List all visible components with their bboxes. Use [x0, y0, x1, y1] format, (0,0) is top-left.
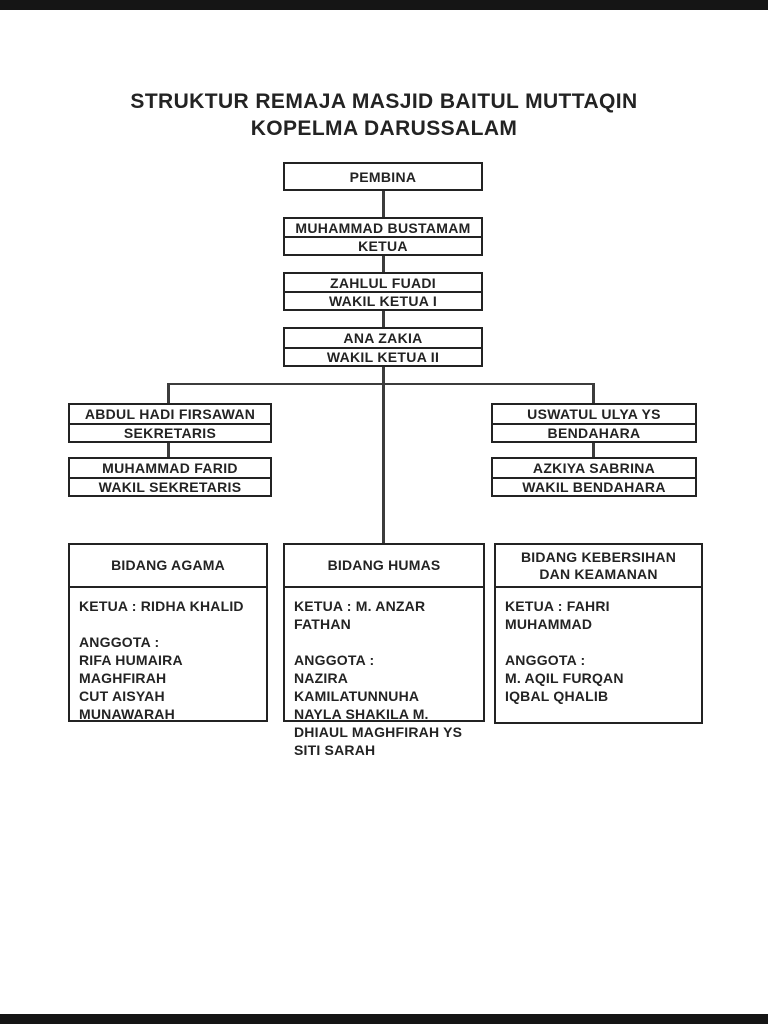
division-ketua: KETUA : FAHRI MUHAMMAD [505, 598, 610, 632]
division-anggota-label: ANGGOTA : [79, 634, 160, 650]
node-bendahara: USWATUL ULYA YS BENDAHARA [491, 403, 697, 443]
node-role: BENDAHARA [493, 423, 695, 441]
node-name: ANA ZAKIA [343, 330, 423, 346]
division-member: SITI SARAH [294, 742, 376, 758]
division-member: RIFA HUMAIRA [79, 652, 183, 668]
division-ketua: KETUA : RIDHA KHALID [79, 598, 244, 614]
node-pembina: PEMBINA [283, 162, 483, 191]
node-wakil-bendahara: AZKIYA SABRINA WAKIL BENDAHARA [491, 457, 697, 497]
node-name: MUHAMMAD FARID [102, 460, 238, 476]
node-role: KETUA [285, 236, 481, 254]
division-member: MAGHFIRAH [79, 670, 167, 686]
node-wakil-ketua-2: ANA ZAKIA WAKIL KETUA II [283, 327, 483, 367]
connector-ketua-wakil1 [382, 255, 385, 273]
division-ketua: KETUA : M. ANZAR FATHAN [294, 598, 426, 632]
connector-wakil1-wakil2 [382, 310, 385, 328]
node-role: SEKRETARIS [70, 423, 270, 441]
viewer-chrome-bottom-bar [0, 1014, 768, 1024]
connector-branch-right-drop [592, 383, 595, 404]
page-title-line-2: KOPELMA DARUSSALAM [250, 117, 518, 140]
node-ketua: MUHAMMAD BUSTAMAM KETUA [283, 217, 483, 256]
division-title: BIDANG AGAMA [111, 557, 225, 573]
node-name: ABDUL HADI FIRSAWAN [84, 406, 256, 422]
node-name: ZAHLUL FUADI [330, 274, 436, 291]
division-member: NAZIRA KAMILATUNNUHA [294, 670, 420, 704]
connector-pembina-ketua [382, 190, 385, 218]
node-wakil-sekretaris: MUHAMMAD FARID WAKIL SEKRETARIS [68, 457, 272, 497]
node-role: WAKIL SEKRETARIS [70, 477, 270, 495]
division-title-line-1: BIDANG KEBERSIHAN [520, 548, 677, 565]
division-member: CUT AISYAH MUNAWARAH [79, 688, 175, 722]
viewer-chrome-top-bar [0, 0, 768, 10]
node-name: AZKIYA SABRINA [532, 460, 656, 476]
page-title: STRUKTUR REMAJA MASJID BAITUL MUTTAQIN K… [0, 88, 768, 142]
connector-wakil2-bidang-humas [382, 366, 385, 544]
division-bidang-kebersihan-keamanan: BIDANG KEBERSIHAN DAN KEAMANAN KETUA : F… [494, 543, 703, 724]
node-name: MUHAMMAD BUSTAMAM [295, 219, 471, 236]
division-anggota-label: ANGGOTA : [505, 652, 586, 668]
division-member: DHIAUL MAGHFIRAH YS [294, 724, 463, 740]
division-bidang-agama: BIDANG AGAMA KETUA : RIDHA KHALID ANGGOT… [68, 543, 268, 722]
connector-sekretaris-wakil [167, 442, 170, 458]
division-bidang-humas: BIDANG HUMAS KETUA : M. ANZAR FATHAN ANG… [283, 543, 485, 758]
node-name: USWATUL ULYA YS [527, 406, 661, 422]
node-sekretaris: ABDUL HADI FIRSAWAN SEKRETARIS [68, 403, 272, 443]
connector-branch-horizontal [168, 383, 595, 385]
division-title: BIDANG HUMAS [327, 557, 441, 573]
division-member: NAYLA SHAKILA M. [294, 706, 429, 722]
node-pembina-label: PEMBINA [349, 168, 417, 185]
connector-branch-left-drop [167, 383, 170, 404]
node-wakil-ketua-1: ZAHLUL FUADI WAKIL KETUA I [283, 272, 483, 311]
page-title-line-1: STRUKTUR REMAJA MASJID BAITUL MUTTAQIN [130, 90, 638, 113]
node-role: WAKIL KETUA II [285, 347, 481, 365]
division-member: M. AQIL FURQAN [505, 670, 624, 686]
node-role: WAKIL KETUA I [285, 291, 481, 309]
division-anggota-label: ANGGOTA : [294, 652, 375, 668]
division-title-line-2: DAN KEAMANAN [539, 565, 658, 582]
node-role: WAKIL BENDAHARA [493, 477, 695, 495]
connector-bendahara-wakil [592, 442, 595, 458]
division-member: IQBAL QHALIB [505, 688, 609, 704]
